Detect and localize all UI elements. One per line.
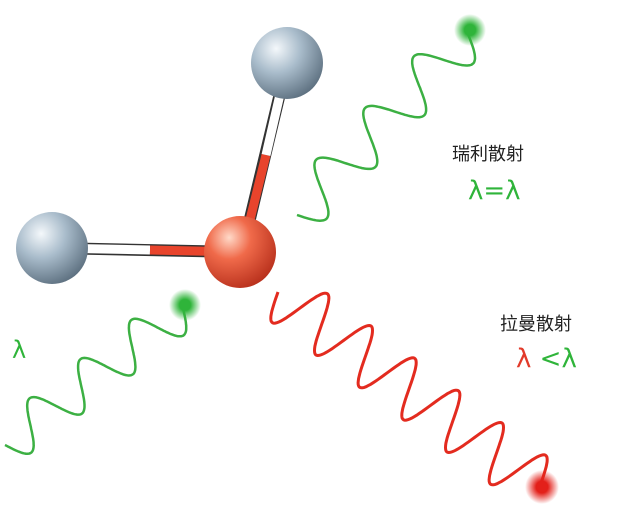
raman-scattered-lambda: λ xyxy=(516,344,532,374)
rayleigh-title: 瑞利散射 xyxy=(452,144,524,165)
incident-photon xyxy=(169,289,201,321)
incident-wave xyxy=(4,307,188,456)
rayleigh-photon xyxy=(454,14,486,46)
atom-left-gray xyxy=(16,212,88,284)
atom-center-red xyxy=(204,216,276,288)
atom-top-gray xyxy=(251,27,323,99)
raman-wave xyxy=(269,291,549,487)
raman-relation-rest: <λ xyxy=(539,344,577,374)
incident-lambda: λ xyxy=(12,336,27,364)
raman-title: 拉曼散射 xyxy=(500,314,572,335)
raman-photon xyxy=(525,470,559,504)
rayleigh-wave xyxy=(296,33,477,222)
raman-relation: λ <λ xyxy=(516,344,577,374)
rayleigh-relation: λ=λ xyxy=(468,176,521,206)
